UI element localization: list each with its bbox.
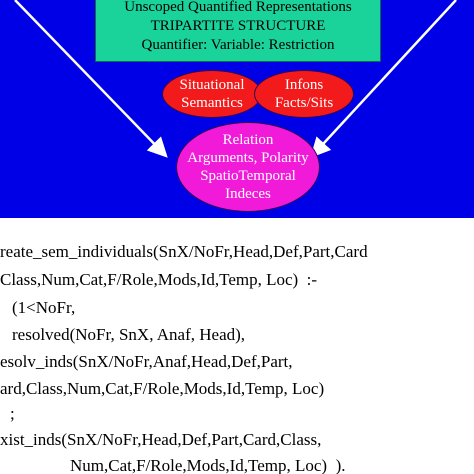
box-line-3: Quantifier: Variable: Restriction (141, 37, 335, 53)
right-arrow (310, 0, 457, 158)
relation-ellipse: Relation Arguments, Polarity SpatioTempo… (176, 122, 320, 212)
box-line-1: Unscoped Quantified Representations (124, 0, 352, 15)
infons-line-2: Facts/Sits (274, 95, 334, 111)
infons-facts-ellipse: Infons Facts/Sits (254, 70, 354, 118)
tripartite-structure-box: Unscoped Quantified Representations TRIP… (95, 0, 381, 62)
code-line-6: ard,Class,Num,Cat,F/Role,Mods,Id,Temp, L… (0, 379, 325, 398)
code-line-3: (1<NoFr, (12, 298, 76, 317)
relation-line-4: Indeces (225, 186, 271, 202)
box-line-2: TRIPARTITE STRUCTURE (150, 18, 326, 34)
code-line-8: xist_inds(SnX/NoFr,Head,Def,Part,Card,Cl… (0, 430, 322, 449)
arrows-layer (14, 0, 457, 158)
code-line-7: ; (10, 404, 15, 423)
infons-line-1: Infons (284, 77, 324, 93)
situational-semantics-ellipse: Situational Semantics (162, 70, 262, 118)
diagram-panel: Unscoped Quantified Representations TRIP… (0, 0, 474, 218)
relation-line-2: Arguments, Polarity (187, 150, 309, 166)
relation-line-1: Relation (222, 132, 274, 148)
code-line-4: resolved(NoFr, SnX, Anaf, Head), (12, 325, 246, 344)
code-line-9: Num,Cat,F/Role,Mods,Id,Temp, Loc) ). (70, 456, 346, 474)
situational-line-1: Situational (179, 77, 245, 93)
code-line-5: esolv_inds(SnX/NoFr,Anaf,Head,Def,Part, (0, 352, 293, 371)
situational-line-2: Semantics (181, 95, 243, 111)
code-line-1: reate_sem_individuals(SnX/NoFr,Head,Def,… (0, 242, 368, 261)
left-arrow (14, 0, 168, 158)
code-line-2: Class,Num,Cat,F/Role,Mods,Id,Temp, Loc) … (0, 270, 318, 289)
prolog-code-block: reate_sem_individuals(SnX/NoFr,Head,Def,… (0, 218, 474, 474)
relation-line-3: SpatioTemporal (200, 168, 296, 184)
